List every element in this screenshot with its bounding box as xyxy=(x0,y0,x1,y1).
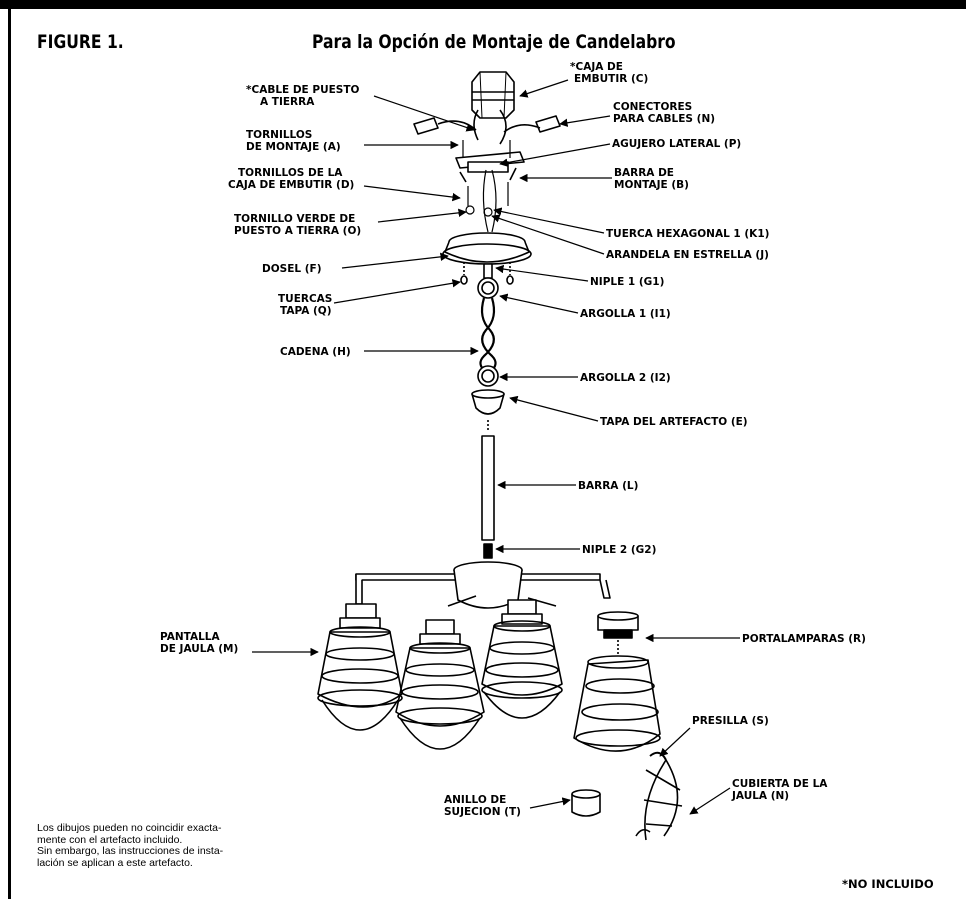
top-border xyxy=(0,0,966,9)
mounting-bar-illustration xyxy=(455,151,525,183)
cage-shade-1-illustration xyxy=(317,603,403,731)
label-niple-2: NIPLE 2 (G2) xyxy=(582,544,656,556)
label-dosel: DOSEL (F) xyxy=(262,263,322,275)
label-argolla-1: ARGOLLA 1 (I1) xyxy=(580,308,671,320)
label-presilla: PRESILLA (S) xyxy=(692,715,769,727)
cage-shade-3-illustration xyxy=(481,599,563,719)
label-tapa-artefacto: TAPA DEL ARTEFACTO (E) xyxy=(600,416,748,428)
figure-title: Para la Opción de Montaje de Candelabro xyxy=(312,31,676,53)
rod-illustration xyxy=(481,435,495,541)
cage-cover-illustration xyxy=(635,751,683,841)
cage-shade-2-illustration xyxy=(395,619,485,750)
chain-illustration xyxy=(477,263,499,387)
disclaimer-note: Los dibujos pueden no coincidir exacta- … xyxy=(37,822,307,869)
fixture-drawing xyxy=(317,71,683,841)
label-arandela: ARANDELA EN ESTRELLA (J) xyxy=(606,249,769,261)
label-cadena: CADENA (H) xyxy=(280,346,351,358)
note-line: Los dibujos pueden no coincidir exacta- xyxy=(37,822,222,834)
label-niple-1: NIPLE 1 (G1) xyxy=(590,276,664,288)
label-barra: BARRA (L) xyxy=(578,480,638,492)
label-argolla-2: ARGOLLA 2 (I2) xyxy=(580,372,671,384)
note-line: lación se aplican a este artefacto. xyxy=(37,856,193,869)
label-agujero-lateral: AGUJERO LATERAL (P) xyxy=(612,138,741,150)
note-line: Sin embargo, las instrucciones de insta- xyxy=(37,845,224,857)
nipple-2-illustration xyxy=(483,543,493,559)
wire-connectors-illustration xyxy=(413,109,561,145)
cap-nuts-illustration xyxy=(460,262,514,285)
note-line: mente con el artefacto incluido. xyxy=(37,833,183,846)
leader-lines xyxy=(252,79,740,815)
canopy-illustration xyxy=(442,232,532,265)
label-tuerca-hexagonal: TUERCA HEXAGONAL 1 (K1) xyxy=(606,228,769,240)
not-included-note: *NO INCLUIDO xyxy=(842,877,934,891)
figure-label: FIGURE 1. xyxy=(37,31,124,53)
screws-illustration xyxy=(462,140,511,217)
fixture-body-illustration xyxy=(355,561,611,609)
fixture-cap-illustration xyxy=(471,389,505,432)
left-border xyxy=(8,9,11,899)
socket-illustration xyxy=(597,611,639,639)
label-portalamparas: PORTALAMPARAS (R) xyxy=(742,633,866,645)
ring-illustration xyxy=(571,789,601,817)
junction-box-illustration xyxy=(471,71,515,119)
exploded-cage-illustration xyxy=(573,640,661,752)
